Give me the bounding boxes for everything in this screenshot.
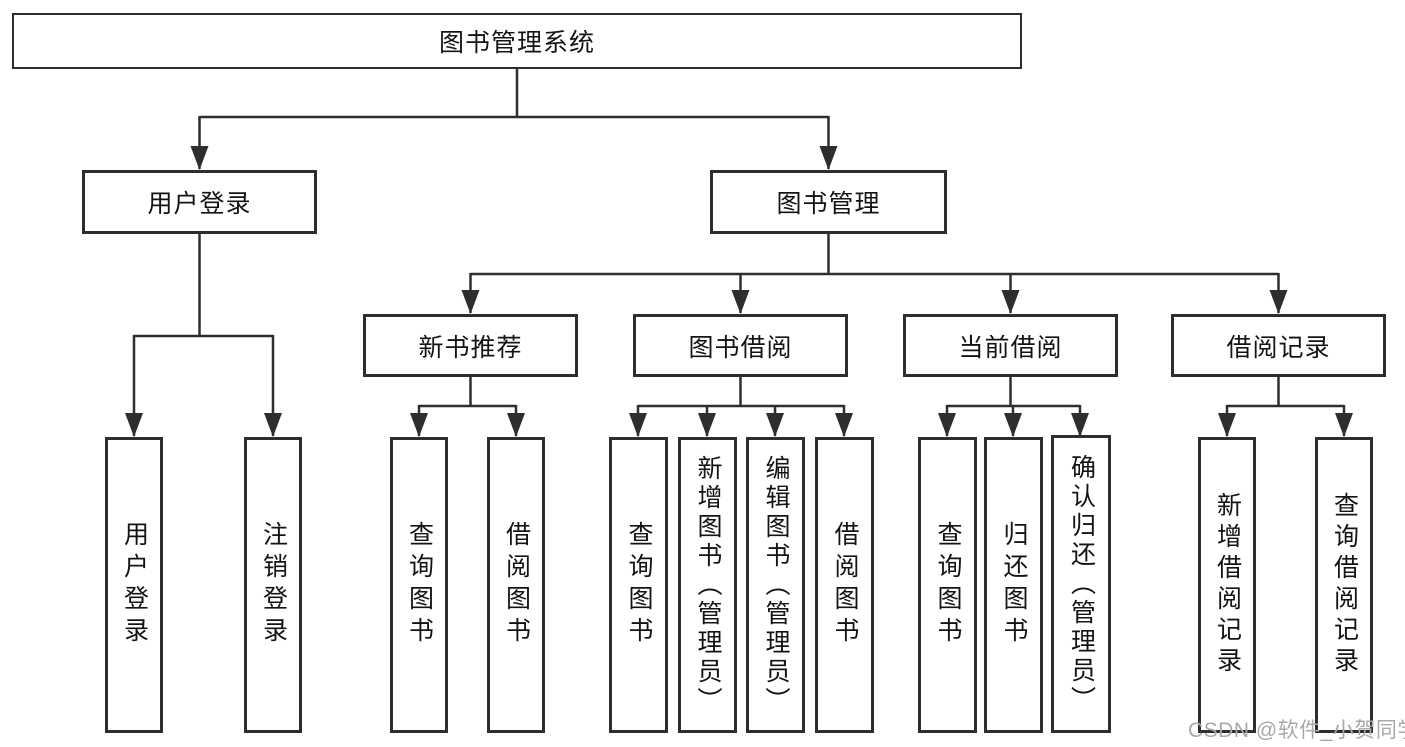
- leaf-query-books-current-label: 查询图书: [934, 521, 962, 649]
- node-current-borrowing: 当前借阅: [903, 314, 1118, 377]
- node-book-management: 图书管理: [710, 170, 947, 234]
- node-book-borrowing-label: 图书借阅: [688, 333, 793, 362]
- leaf-return-book-label: 归还图书: [1000, 521, 1028, 649]
- leaf-logout: 注销登录: [244, 437, 302, 733]
- leaf-query-books-recommend: 查询图书: [390, 437, 448, 733]
- leaf-user-login: 用户登录: [105, 437, 163, 733]
- node-borrowing-records: 借阅记录: [1171, 314, 1386, 377]
- node-library-management-system-label: 图书管理系统: [438, 29, 595, 57]
- leaf-query-borrow-record-label: 查询借阅记录: [1330, 492, 1359, 678]
- node-borrowing-records-label: 借阅记录: [1226, 333, 1331, 362]
- node-book-management-label: 图书管理: [776, 190, 881, 218]
- leaf-borrow-books-borrowing: 借阅图书: [815, 437, 874, 733]
- leaf-borrow-books-recommend: 借阅图书: [487, 437, 545, 733]
- leaf-query-borrow-record: 查询借阅记录: [1315, 437, 1373, 733]
- leaf-query-books-borrowing: 查询图书: [609, 437, 668, 733]
- node-new-book-recommend: 新书推荐: [363, 314, 578, 377]
- leaf-query-books-borrowing-label: 查询图书: [625, 521, 653, 649]
- leaf-confirm-return-admin: 确认归还（管理员）: [1051, 435, 1111, 733]
- node-new-book-recommend-label: 新书推荐: [418, 333, 523, 362]
- node-user-login-label: 用户登录: [147, 190, 252, 218]
- leaf-logout-label: 注销登录: [259, 521, 288, 649]
- leaf-add-borrow-record-label: 新增借阅记录: [1213, 492, 1242, 678]
- leaf-edit-book-admin: 编辑图书（管理员）: [746, 437, 805, 733]
- leaf-query-books-recommend-label: 查询图书: [405, 521, 434, 649]
- node-current-borrowing-label: 当前借阅: [958, 333, 1063, 362]
- leaf-query-books-current: 查询图书: [918, 437, 977, 733]
- node-book-borrowing: 图书借阅: [633, 314, 848, 377]
- node-user-login: 用户登录: [82, 170, 317, 234]
- leaf-user-login-label: 用户登录: [120, 521, 149, 649]
- leaf-add-borrow-record: 新增借阅记录: [1198, 437, 1256, 733]
- csdn-watermark: CSDN @软件_小贺同学: [1188, 719, 1405, 742]
- leaf-add-book-admin-label: 新增图书（管理员）: [694, 454, 722, 716]
- leaf-edit-book-admin-label: 编辑图书（管理员）: [762, 454, 790, 716]
- leaf-confirm-return-admin-label: 确认归还（管理员）: [1067, 453, 1096, 715]
- node-library-management-system: 图书管理系统: [12, 13, 1022, 69]
- leaf-borrow-books-borrowing-label: 借阅图书: [831, 521, 859, 649]
- leaf-add-book-admin: 新增图书（管理员）: [678, 437, 737, 733]
- leaf-borrow-books-recommend-label: 借阅图书: [502, 521, 531, 649]
- leaf-return-book: 归还图书: [984, 437, 1043, 733]
